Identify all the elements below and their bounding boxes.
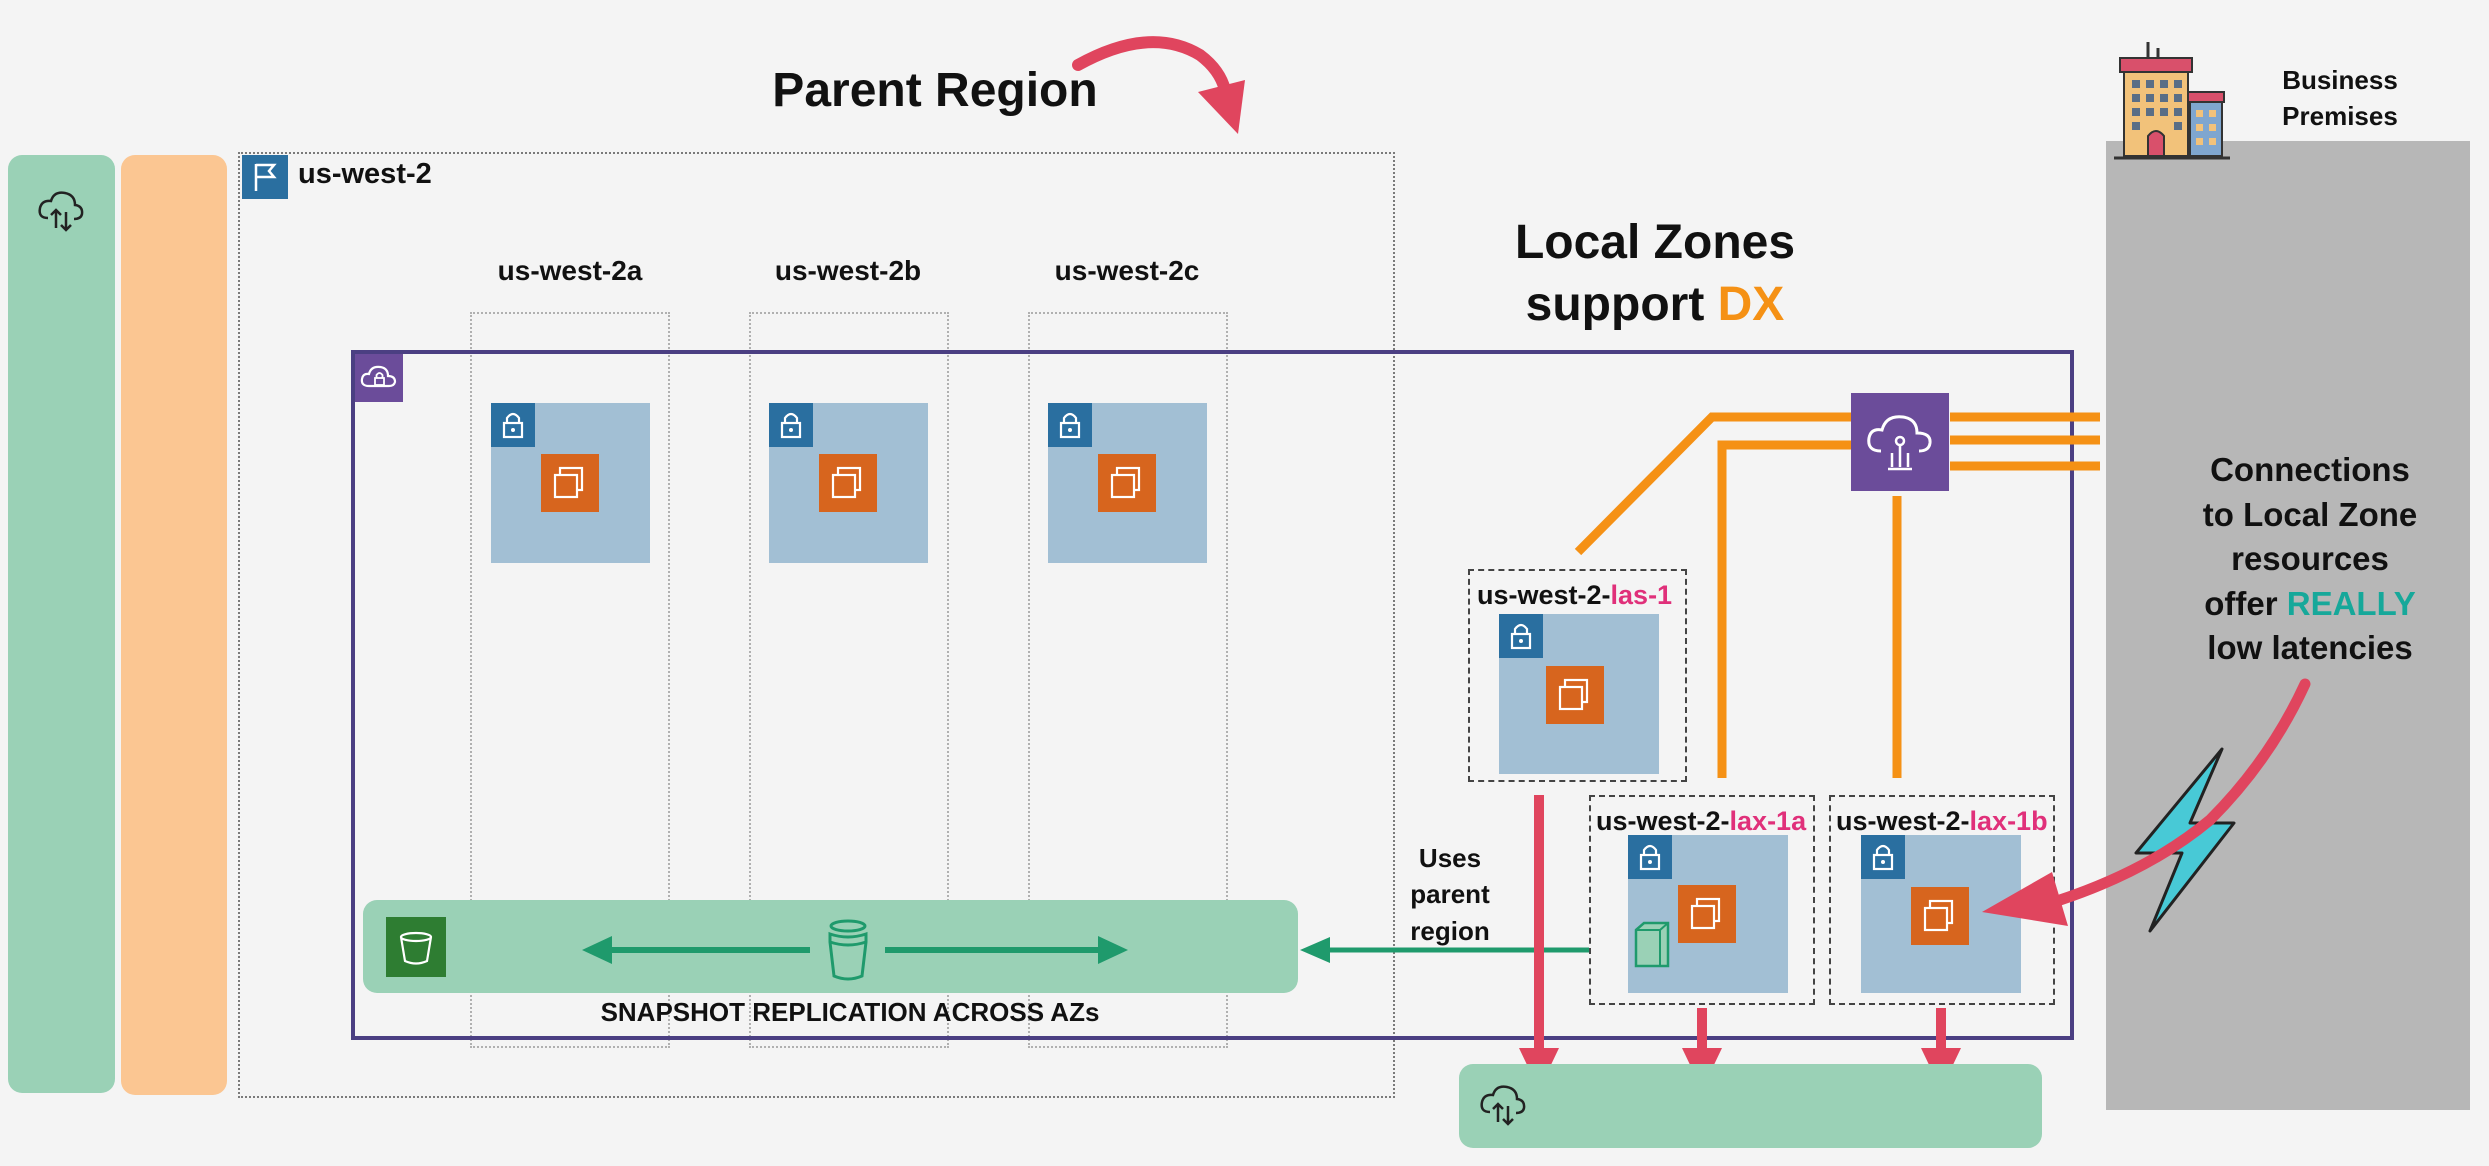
lock-icon bbox=[491, 403, 535, 447]
zone-suffix: lax-1b bbox=[1969, 806, 2048, 836]
az-column-a bbox=[470, 312, 670, 1048]
lock-icon bbox=[1861, 835, 1905, 879]
ec2-instance-icon bbox=[541, 454, 599, 512]
business-premises-panel bbox=[2106, 141, 2470, 1110]
note-offer: offer bbox=[2204, 584, 2287, 622]
zone-prefix: us-west-2- bbox=[1596, 806, 1730, 836]
ec2-instance-icon bbox=[1098, 454, 1156, 512]
ec2-instance-icon bbox=[1546, 666, 1604, 724]
note-line4: offer REALLY bbox=[2172, 582, 2448, 627]
ec2-instance-icon bbox=[1678, 885, 1736, 943]
zone-prefix: us-west-2- bbox=[1477, 580, 1611, 610]
region-name: us-west-2 bbox=[298, 158, 432, 190]
business-line2: Premises bbox=[2282, 101, 2398, 132]
replication-arrows bbox=[580, 910, 1130, 990]
note-line3: resources bbox=[2231, 540, 2389, 578]
vpc-cloud-icon bbox=[355, 354, 403, 402]
local-zones-line2: support DX bbox=[1440, 274, 1870, 336]
lock-icon bbox=[1628, 835, 1672, 879]
uses-parent-region-label: Uses parent region bbox=[1380, 840, 1520, 949]
ebs-volume-icon bbox=[1632, 920, 1672, 970]
az-column-c bbox=[1028, 312, 1228, 1048]
uses-line2: parent bbox=[1410, 879, 1490, 910]
cloud-upload-download-icon bbox=[36, 188, 86, 234]
local-zones-title: Local Zones support DX bbox=[1440, 212, 1870, 337]
lock-icon bbox=[1499, 614, 1543, 658]
connections-note: Connections to Local Zone resources offe… bbox=[2172, 448, 2448, 671]
zone-suffix: lax-1a bbox=[1729, 806, 1807, 836]
local-zone-lax-1b-label: us-west-2-lax-1b bbox=[1836, 806, 2048, 837]
az-column-b bbox=[749, 312, 949, 1048]
uses-line1: Uses bbox=[1418, 843, 1482, 873]
parent-region-arrow bbox=[1070, 30, 1250, 140]
region-flag-icon bbox=[242, 155, 288, 199]
local-zone-lax-1a-label: us-west-2-lax-1a bbox=[1596, 806, 1806, 837]
uses-line3: region bbox=[1410, 915, 1490, 946]
local-zones-line1: Local Zones bbox=[1514, 216, 1796, 269]
note-line1: Connections bbox=[2210, 451, 2410, 488]
business-line1: Business bbox=[2282, 65, 2398, 95]
building-icon bbox=[2112, 40, 2232, 165]
ec2-instance-icon bbox=[1911, 887, 1969, 945]
local-zone-las-label: us-west-2-las-1 bbox=[1477, 580, 1672, 611]
support-text: support bbox=[1525, 278, 1718, 332]
lock-icon bbox=[1048, 403, 1092, 447]
left-orange-band bbox=[121, 155, 227, 1095]
note-really: REALLY bbox=[2286, 584, 2416, 622]
ec2-instance-icon bbox=[819, 454, 877, 512]
parent-region-title: Parent Region bbox=[772, 64, 1098, 117]
region-box bbox=[238, 152, 1395, 1098]
snapshot-label: SNAPSHOT REPLICATION ACROSS AZs bbox=[600, 997, 1100, 1027]
bucket-icon bbox=[828, 919, 868, 981]
dx-text: DX bbox=[1717, 278, 1785, 332]
left-green-band bbox=[8, 155, 115, 1093]
lock-icon bbox=[769, 403, 813, 447]
az-label-a: us-west-2a bbox=[497, 255, 643, 286]
s3-bucket-icon bbox=[386, 917, 446, 977]
vpc-box bbox=[351, 350, 2074, 1040]
az-label-b: us-west-2b bbox=[774, 255, 922, 286]
uses-parent-arrow bbox=[1300, 935, 1630, 965]
note-line5: low latencies bbox=[2207, 629, 2413, 667]
zone-prefix: us-west-2- bbox=[1836, 806, 1970, 836]
zone-suffix: las-1 bbox=[1610, 580, 1673, 610]
note-line2: to Local Zone bbox=[2202, 495, 2418, 533]
direct-connect-icon bbox=[1851, 393, 1949, 491]
az-label-c: us-west-2c bbox=[1054, 255, 1200, 286]
cloud-upload-download-icon bbox=[1478, 1082, 1528, 1128]
business-premises-label: Business Premises bbox=[2262, 62, 2418, 135]
bottom-green-band bbox=[1459, 1064, 2042, 1148]
latency-arrow bbox=[1980, 678, 2311, 950]
